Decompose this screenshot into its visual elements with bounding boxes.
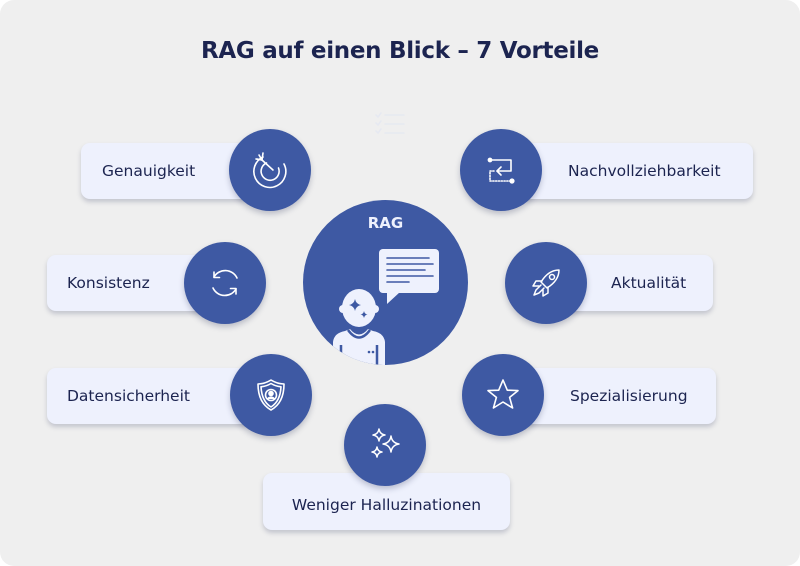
benefit-badge-konsistenz xyxy=(184,242,266,324)
benefit-label: Weniger Halluzinationen xyxy=(291,495,482,514)
benefit-label: Datensicherheit xyxy=(67,387,190,405)
benefit-badge-aktualitaet xyxy=(505,242,587,324)
sparkles-icon xyxy=(371,428,400,458)
benefit-label: Genauigkeit xyxy=(102,162,196,180)
benefit-label: Konsistenz xyxy=(67,274,150,292)
benefit-card-datensicherheit: Datensicherheit xyxy=(47,368,252,424)
rag-center-hub: RAG xyxy=(303,200,468,365)
benefit-card-weniger-halluzinationen: Weniger Halluzinationen xyxy=(263,473,510,530)
benefit-label: Nachvollziehbarkeit xyxy=(568,162,721,180)
benefit-card-aktualitaet: Aktualität xyxy=(565,255,713,311)
refresh-cycle-icon xyxy=(212,269,238,297)
benefit-label: Aktualität xyxy=(611,274,687,292)
rocket-icon xyxy=(532,269,560,297)
ai-assistant-speech-bubble-icon xyxy=(333,249,439,365)
benefit-card-spezialisierung: Spezialisierung xyxy=(520,368,716,424)
center-label: RAG xyxy=(367,214,404,232)
page-title: RAG auf einen Blick – 7 Vorteile xyxy=(201,38,599,64)
benefit-badge-weniger-halluzinationen xyxy=(344,404,426,486)
benefit-card-nachvollziehbarkeit: Nachvollziehbarkeit xyxy=(520,143,753,199)
trace-return-icon xyxy=(487,157,515,184)
benefit-card-konsistenz: Konsistenz xyxy=(47,255,207,311)
checklist-watermark-icon xyxy=(375,112,405,135)
benefit-label: Spezialisierung xyxy=(570,387,688,405)
benefit-badge-spezialisierung xyxy=(462,354,544,436)
benefit-badge-datensicherheit xyxy=(230,354,312,436)
benefit-card-genauigkeit: Genauigkeit xyxy=(81,143,251,199)
star-icon xyxy=(487,379,519,409)
shield-user-icon xyxy=(257,379,285,411)
benefit-badge-genauigkeit xyxy=(229,129,311,211)
benefit-badge-nachvollziehbarkeit xyxy=(460,129,542,211)
target-arrow-icon xyxy=(253,152,287,189)
